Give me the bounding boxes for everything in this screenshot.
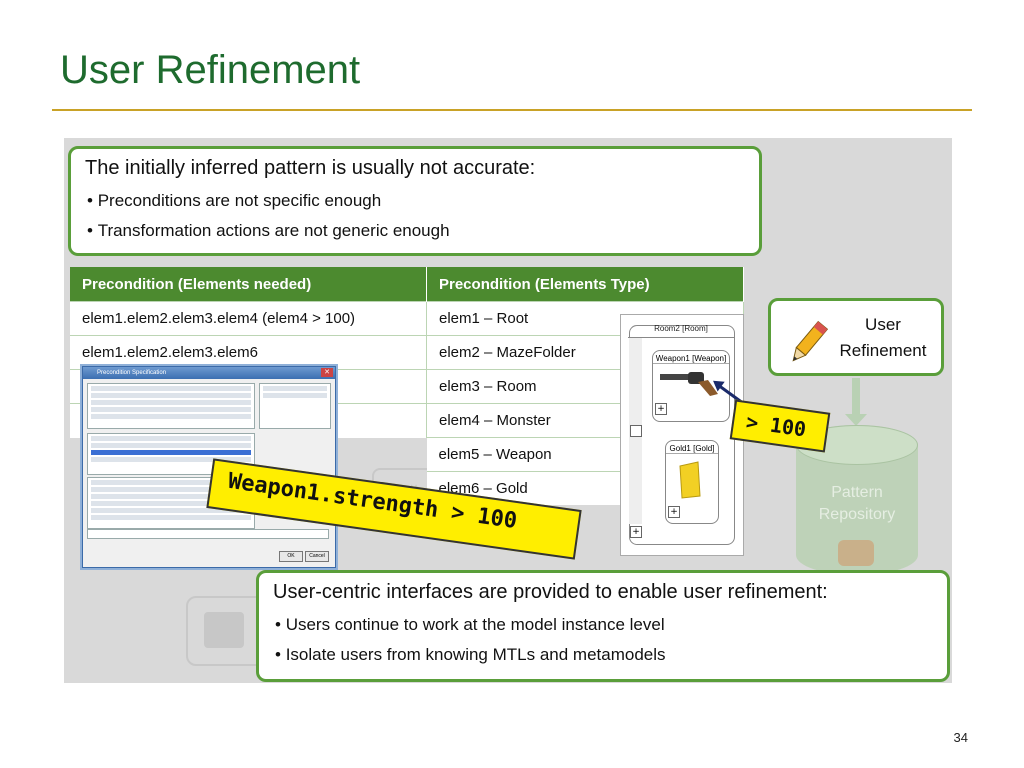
user-refinement-box (768, 298, 944, 376)
precondition-dialog: Precondition Specification ✕ OK Cancel (82, 366, 336, 568)
repository-label: Pattern Repository (818, 484, 896, 523)
bottom-callout: User-centric interfaces are provided to … (256, 570, 950, 682)
revolver-icon (660, 372, 718, 396)
callout-bullet: Isolate users from knowing MTLs and meta… (273, 640, 933, 670)
ok-button[interactable]: OK (279, 551, 303, 562)
table-cell: elem1.elem2.elem3.elem6 (70, 335, 427, 370)
callout-heading: The initially inferred pattern is usuall… (85, 157, 536, 179)
expand-icon[interactable]: + (668, 506, 680, 518)
weapon-title: Weapon1 [Weapon] (653, 351, 729, 364)
user-refinement-label: User Refinement (839, 315, 927, 360)
title-rule (52, 109, 972, 111)
callout-heading: User-centric interfaces are provided to … (273, 581, 828, 603)
gold-title: Gold1 [Gold] (666, 441, 718, 454)
database-icon (838, 540, 874, 566)
room-divider (628, 337, 734, 338)
page-number: 34 (953, 730, 968, 745)
callout-bullet: Preconditions are not specific enough (85, 186, 745, 216)
dialog-title: Precondition Specification (83, 367, 335, 379)
top-callout: The initially inferred pattern is usuall… (68, 146, 762, 256)
callout-bullet: Transformation actions are not generic e… (85, 216, 745, 246)
pencil-icon (792, 320, 829, 362)
table-header-row: Precondition (Elements needed) Precondit… (70, 267, 744, 302)
expand-icon[interactable]: + (630, 526, 642, 538)
magnifier-icon (204, 612, 244, 648)
room-title: Room2 [Room] (654, 324, 708, 333)
expand-icon[interactable] (630, 425, 642, 437)
gold-bar-icon (679, 461, 701, 499)
table-header: Precondition (Elements Type) (426, 267, 744, 302)
expression-field[interactable] (87, 529, 329, 539)
element-selection-panel (87, 383, 255, 429)
expand-icon[interactable]: + (655, 403, 667, 415)
close-icon[interactable]: ✕ (321, 368, 333, 377)
callout-bullet: Users continue to work at the model inst… (273, 610, 933, 640)
precondition-tree (259, 383, 331, 429)
table-header: Precondition (Elements needed) (70, 267, 427, 302)
table-cell: elem1.elem2.elem3.elem4 (elem4 > 100) (70, 301, 427, 336)
slide-title: User Refinement (60, 48, 361, 92)
down-arrow (845, 378, 867, 426)
cancel-button[interactable]: Cancel (305, 551, 329, 562)
